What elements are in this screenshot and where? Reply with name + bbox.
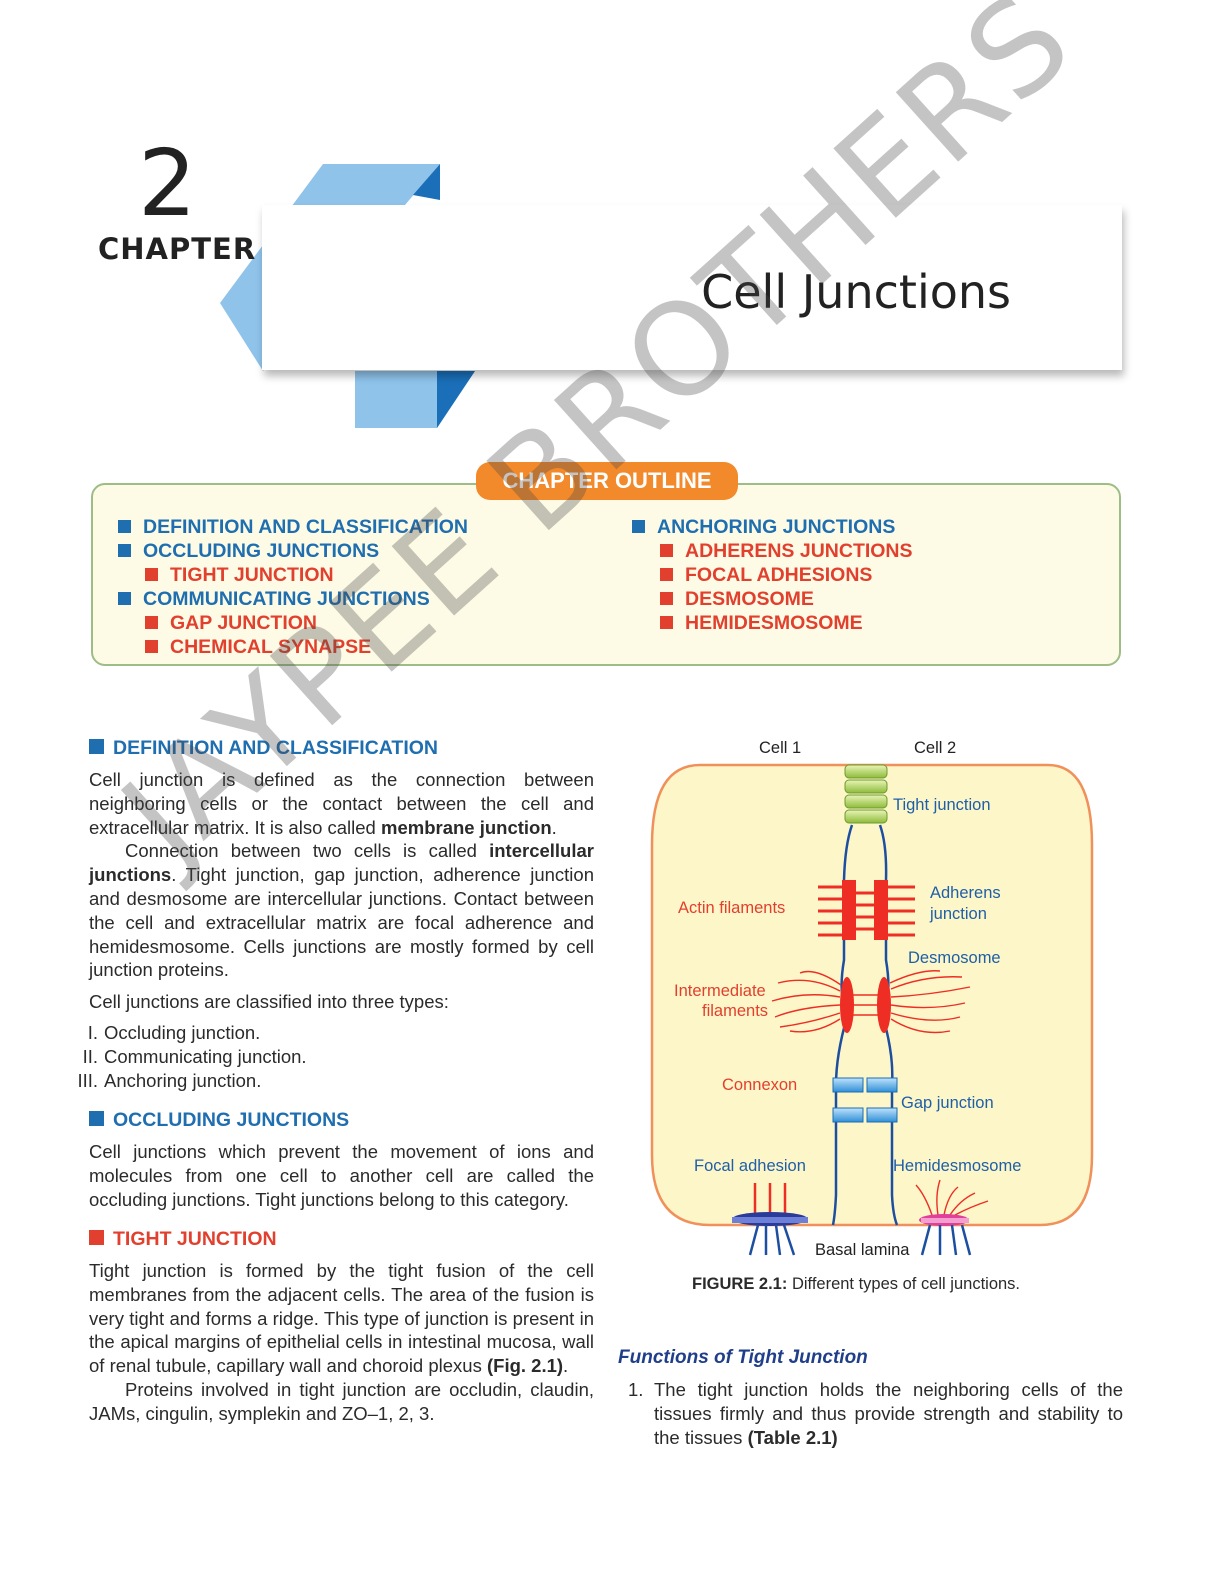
square-bullet-icon: [632, 520, 645, 533]
label-connexon: Connexon: [722, 1076, 798, 1094]
outline-item: GAP JUNCTION: [145, 612, 317, 635]
square-bullet-icon: [145, 640, 158, 653]
outline-item: TIGHT JUNCTION: [145, 564, 334, 587]
square-bullet-icon: [660, 592, 673, 605]
section-heading-definition: DEFINITION AND CLASSIFICATION: [89, 737, 438, 760]
tight-junction-text: Tight junction is formed by the tight fu…: [89, 1259, 594, 1426]
square-bullet-icon: [145, 616, 158, 629]
square-bullet-icon: [89, 1111, 104, 1126]
outline-item: ADHERENS JUNCTIONS: [660, 540, 913, 563]
label-gap-junction: Gap junction: [901, 1094, 994, 1112]
label-basal-lamina: Basal lamina: [815, 1241, 910, 1259]
label-focal-adhesion: Focal adhesion: [694, 1157, 806, 1175]
square-bullet-icon: [118, 592, 131, 605]
list-item: II.Communicating junction.: [82, 1046, 307, 1067]
label-tight-junction: Tight junction: [893, 796, 991, 814]
label-cell-1: Cell 1: [759, 739, 802, 757]
paragraph: Cell junctions which prevent the movemen…: [89, 1141, 594, 1210]
chapter-outline-box: [91, 483, 1121, 666]
section-heading-tight: TIGHT JUNCTION: [89, 1228, 277, 1251]
square-bullet-icon: [660, 568, 673, 581]
outline-item: DEFINITION AND CLASSIFICATION: [118, 516, 468, 539]
chapter-outline-label: CHAPTER OUTLINE: [476, 462, 738, 500]
chapter-number: 2: [138, 130, 197, 237]
label-desmosome: Desmosome: [908, 949, 1001, 967]
paragraph: Connection between two cells is called i…: [89, 840, 594, 981]
list-item: III.Anchoring junction.: [77, 1070, 262, 1091]
paragraph: Cell junctions are classified into three…: [89, 991, 449, 1013]
chapter-label: CHAPTER: [98, 232, 257, 266]
definition-text: Cell junction is defined as the connecti…: [89, 768, 594, 1014]
adherens-junction-plaque: [818, 880, 915, 940]
paragraph: Cell junction is defined as the connecti…: [89, 769, 594, 838]
paragraph: Proteins involved in tight junction are …: [89, 1378, 594, 1424]
desmosome-plaque: [771, 970, 971, 1034]
label-hemidesmosome: Hemidesmosome: [893, 1157, 1022, 1175]
label-adherens-2: junction: [930, 905, 987, 923]
list-item: I.Occluding junction.: [87, 1022, 261, 1043]
outline-item: CHEMICAL SYNAPSE: [145, 636, 371, 659]
title-card: [262, 205, 1122, 370]
occluding-text: Cell junctions which prevent the movemen…: [89, 1140, 594, 1211]
paragraph: The tight junction holds the neighboring…: [654, 1379, 1123, 1448]
chapter-title: Cell Junctions: [701, 265, 1011, 319]
square-bullet-icon: [118, 520, 131, 533]
figure-caption: FIGURE 2.1: Different types of cell junc…: [692, 1275, 1021, 1293]
label-intermediate-1: Intermediate: [674, 982, 766, 1000]
list-number: 1.: [628, 1379, 644, 1400]
section-heading-occluding: OCCLUDING JUNCTIONS: [89, 1109, 349, 1132]
paragraph: Tight junction is formed by the tight fu…: [89, 1260, 594, 1377]
square-bullet-icon: [118, 544, 131, 557]
outline-item: OCCLUDING JUNCTIONS: [118, 540, 379, 563]
square-bullet-icon: [660, 544, 673, 557]
focal-adhesion-structure: [732, 1183, 808, 1256]
functions-list-item: 1. The tight junction holds the neighbor…: [628, 1378, 1123, 1449]
label-cell-2: Cell 2: [914, 739, 957, 757]
outline-item: DESMOSOME: [660, 588, 814, 611]
outline-item: FOCAL ADHESIONS: [660, 564, 872, 587]
square-bullet-icon: [660, 616, 673, 629]
tight-junction-stack: [844, 764, 888, 824]
outline-item: COMMUNICATING JUNCTIONS: [118, 588, 430, 611]
label-intermediate-2: filaments: [702, 1002, 769, 1020]
label-actin-filaments: Actin filaments: [678, 899, 786, 917]
cell-junctions-diagram: [650, 763, 1094, 1256]
gap-junction-connexons: [832, 1077, 898, 1123]
outline-item: ANCHORING JUNCTIONS: [632, 516, 895, 539]
functions-heading: Functions of Tight Junction: [618, 1347, 868, 1368]
square-bullet-icon: [145, 568, 158, 581]
square-bullet-icon: [89, 1230, 104, 1245]
square-bullet-icon: [89, 739, 104, 754]
label-adherens-1: Adherens: [930, 884, 1001, 902]
outline-item: HEMIDESMOSOME: [660, 612, 863, 635]
hemidesmosome-structure: [915, 1179, 989, 1256]
